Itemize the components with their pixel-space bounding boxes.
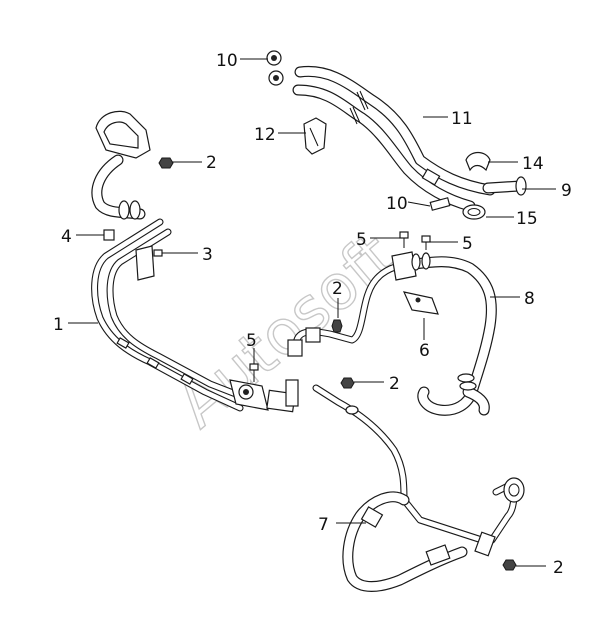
callout-7: 7 bbox=[318, 515, 329, 535]
bolt-part-5-a bbox=[399, 231, 409, 248]
hose-end-part-9 bbox=[482, 176, 527, 196]
center-pipe bbox=[287, 262, 404, 357]
clamp-part-14 bbox=[465, 151, 491, 172]
clamp-part-10-top bbox=[266, 50, 284, 86]
callout-5-lower: 5 bbox=[246, 331, 257, 351]
callout-15: 15 bbox=[516, 209, 538, 229]
bolt-part-5-b bbox=[421, 235, 431, 250]
callout-8: 8 bbox=[524, 289, 535, 309]
callout-1: 1 bbox=[53, 315, 64, 335]
suction-hose-part-8 bbox=[391, 251, 497, 416]
callout-10-mid: 10 bbox=[386, 194, 408, 214]
bracket-part-6 bbox=[402, 291, 439, 315]
callout-14: 14 bbox=[522, 154, 544, 174]
callout-10-top: 10 bbox=[216, 51, 238, 71]
bolt-part-3 bbox=[153, 249, 172, 257]
callout-2-center: 2 bbox=[332, 279, 343, 299]
leader-lines bbox=[68, 58, 556, 567]
callout-2-top: 2 bbox=[206, 153, 217, 173]
callout-6: 6 bbox=[419, 341, 430, 361]
clip-part-4 bbox=[103, 229, 115, 241]
bracket-part-10-mid bbox=[429, 197, 451, 211]
nut-part-2-c bbox=[340, 377, 355, 389]
ac-pipe-assembly-part-1 bbox=[91, 110, 250, 412]
nut-part-2-b bbox=[331, 319, 343, 333]
callout-12: 12 bbox=[254, 125, 276, 145]
heater-hoses-part-11 bbox=[292, 65, 496, 212]
callout-11: 11 bbox=[451, 109, 473, 129]
clip-part-12 bbox=[303, 117, 327, 155]
junction-block bbox=[229, 379, 299, 413]
clamp-part-15 bbox=[462, 204, 486, 220]
callout-3: 3 bbox=[202, 245, 213, 265]
callout-2-bottom: 2 bbox=[553, 558, 564, 578]
nut-part-2-d bbox=[502, 559, 517, 571]
callout-2-mid: 2 bbox=[389, 374, 400, 394]
discharge-hose-part-7 bbox=[312, 384, 525, 592]
callout-5-left: 5 bbox=[356, 230, 367, 250]
callout-5-right: 5 bbox=[462, 234, 473, 254]
callout-4: 4 bbox=[61, 227, 72, 247]
nut-part-2-a bbox=[158, 157, 174, 169]
callout-9: 9 bbox=[561, 181, 572, 201]
